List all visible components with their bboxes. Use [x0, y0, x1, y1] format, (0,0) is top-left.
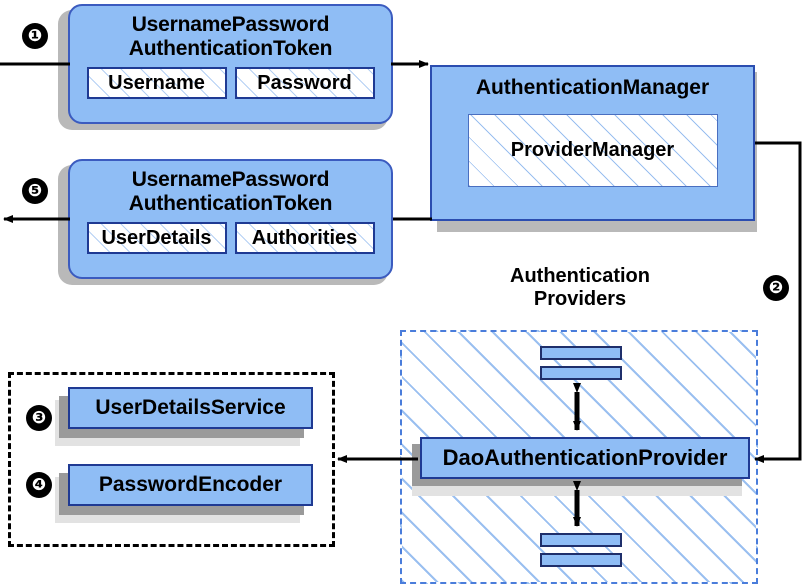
authentication-manager-box[interactable]: AuthenticationManager ProviderManager: [430, 65, 755, 221]
authentication-manager-title: AuthenticationManager: [475, 76, 710, 99]
slot-userdetails: UserDetails: [86, 222, 227, 255]
response-token-title-line1: UsernamePassword: [131, 168, 330, 191]
step-marker-4: ❹: [26, 472, 52, 498]
arrow-manager-to-provider: [754, 141, 802, 463]
response-token-card[interactable]: UsernamePassword AuthenticationToken Use…: [68, 159, 393, 279]
passwordencoder-box[interactable]: PasswordEncoder: [68, 464, 313, 506]
userdetailsservice-box[interactable]: UserDetailsService: [68, 387, 313, 429]
providers-heading-line1: Authentication: [510, 265, 650, 287]
providers-heading-line2: Providers: [533, 288, 627, 310]
request-token-title-line2: AuthenticationToken: [128, 36, 333, 60]
response-token-title: UsernamePassword AuthenticationToken: [128, 168, 333, 215]
request-token-title-line1: UsernamePassword: [131, 13, 330, 36]
slot-username: Username: [86, 67, 227, 100]
authentication-providers-heading: Authentication Providers: [480, 265, 680, 311]
step-marker-3: ❸: [26, 405, 52, 431]
step-marker-5: ❺: [22, 178, 48, 204]
dao-authentication-provider-box[interactable]: DaoAuthenticationProvider: [420, 437, 750, 479]
request-token-card[interactable]: UsernamePassword AuthenticationToken Use…: [68, 4, 393, 124]
provider-placeholder-bar-top-2: [540, 366, 622, 380]
response-token-slots: UserDetails Authorities: [70, 222, 391, 255]
request-token-slots: Username Password: [70, 67, 391, 100]
step-marker-2: ❷: [763, 275, 789, 301]
provider-manager-box[interactable]: ProviderManager: [467, 114, 718, 187]
slot-authorities: Authorities: [234, 222, 375, 255]
slot-password: Password: [234, 67, 375, 100]
provider-placeholder-bar-bottom-1: [540, 533, 622, 547]
step-marker-1: ❶: [22, 23, 48, 49]
provider-placeholder-bar-bottom-2: [540, 553, 622, 567]
provider-placeholder-bar-top-1: [540, 346, 622, 360]
request-token-title: UsernamePassword AuthenticationToken: [128, 13, 333, 60]
response-token-title-line2: AuthenticationToken: [128, 191, 333, 215]
